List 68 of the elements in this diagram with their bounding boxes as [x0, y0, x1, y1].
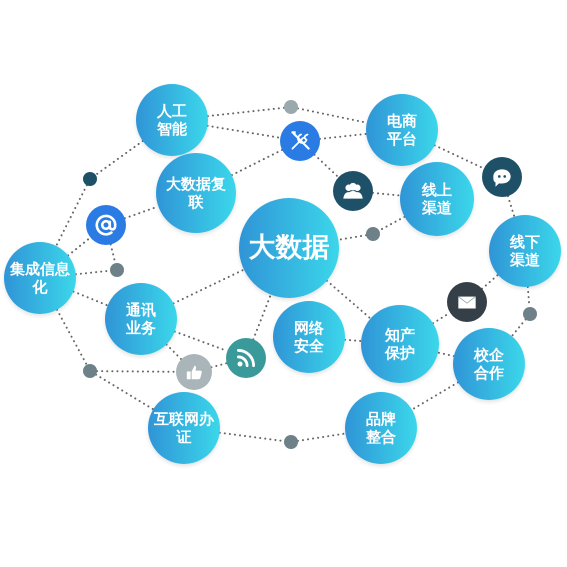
- icon-badge: [86, 205, 126, 245]
- topic-circle: [273, 301, 345, 373]
- dotted-connector: [96, 370, 177, 373]
- topic-label: 线上渠道: [420, 181, 453, 217]
- topic-circle: [400, 162, 474, 236]
- dotted-connector: [252, 294, 272, 340]
- topic-label: 通讯业务: [125, 301, 157, 337]
- dotted-connector: [372, 192, 402, 196]
- dotted-connector: [481, 274, 499, 290]
- dotted-connector: [56, 308, 88, 366]
- topic-circle: [453, 328, 525, 400]
- dotted-connector: [378, 216, 406, 232]
- dotted-connector: [55, 184, 88, 247]
- dotted-connector: [72, 290, 109, 306]
- topic-label: 知产保护: [384, 326, 416, 362]
- dotted-connector: [437, 352, 455, 358]
- dot-node: [110, 263, 124, 277]
- topic-circle: [4, 242, 76, 314]
- dotted-connector: [411, 381, 459, 411]
- icon-badge: [482, 157, 522, 197]
- dotted-connector: [326, 280, 372, 320]
- topic-label: 大数据: [248, 232, 330, 264]
- topic-circle: [366, 94, 438, 166]
- topic-label: 互联网办证: [153, 410, 216, 446]
- topic-circle: [361, 305, 439, 383]
- dotted-connector: [206, 124, 282, 139]
- dotted-connector: [434, 144, 485, 170]
- topic-circle: [345, 392, 417, 464]
- topic-label: 电商平台: [386, 112, 418, 148]
- dotted-connector: [172, 268, 245, 304]
- icon-badge: [176, 354, 212, 390]
- dot-node: [284, 435, 298, 449]
- center-topic-circle: [239, 198, 339, 298]
- dotted-connector: [506, 195, 516, 218]
- dotted-connector: [337, 234, 368, 241]
- topic-circle: [156, 153, 236, 233]
- icon-badge: [280, 121, 320, 161]
- topic-label: 校企合作: [472, 346, 505, 382]
- dot-node: [366, 227, 380, 241]
- topic-circle: [489, 215, 561, 287]
- topic-circle: [136, 84, 208, 156]
- dotted-connector: [510, 318, 527, 338]
- dot-node: [83, 172, 97, 186]
- dotted-connector: [95, 374, 154, 410]
- dot-node: [284, 100, 298, 114]
- dotted-connector: [318, 132, 368, 140]
- topic-label: 网络安全: [293, 319, 325, 355]
- icon-badge: [447, 282, 487, 322]
- dotted-connector: [210, 362, 228, 368]
- topic-label: 线下渠道: [508, 233, 541, 269]
- dotted-connector: [206, 106, 285, 118]
- topic-label: 集成信息化: [9, 260, 71, 296]
- dotted-connector: [314, 154, 340, 178]
- topic-circle: [148, 392, 220, 464]
- dotted-connector: [94, 140, 144, 176]
- dotted-connector: [166, 344, 182, 360]
- dotted-connector: [344, 338, 362, 342]
- dot-node: [523, 307, 537, 321]
- dot-node: [83, 364, 97, 378]
- topic-label: 品牌整合: [365, 410, 397, 446]
- topic-label: 大数据复联: [165, 175, 227, 211]
- icon-badge: [333, 171, 373, 211]
- topic-circle: [105, 283, 177, 355]
- topic-label: 人工智能: [156, 102, 188, 138]
- icon-badge: [226, 338, 266, 378]
- dotted-connector: [230, 148, 284, 176]
- dotted-connector: [67, 236, 92, 256]
- dotted-connector: [296, 432, 346, 442]
